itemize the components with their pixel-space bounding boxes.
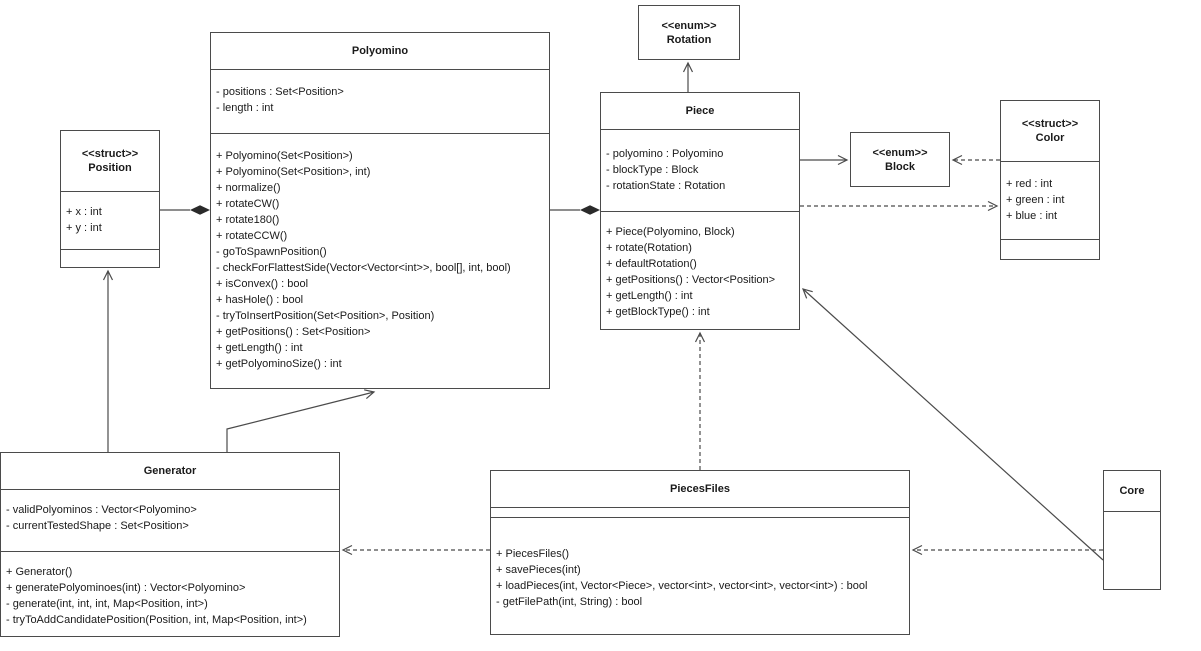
method: + isConvex() : bool: [216, 278, 309, 290]
attribute: - positions : Set<Position>: [216, 86, 344, 98]
attribute: + red : int: [1006, 178, 1053, 190]
class-piecesfiles-title: PiecesFiles: [491, 471, 909, 507]
edge-generator-polyomino: [226, 389, 376, 452]
attribute: + blue : int: [1006, 210, 1058, 222]
class-piece-title: Piece: [601, 93, 799, 129]
class-name: Core: [1119, 485, 1145, 497]
method: + rotate180(): [216, 214, 280, 226]
method: + rotateCW(): [216, 198, 280, 210]
method: - getFilePath(int, String) : bool: [496, 596, 643, 608]
class-piece[interactable]: Piece - polyomino : Polyomino - blockTyp…: [600, 92, 800, 330]
struct-position[interactable]: <<struct>> Position + x : int + y : int: [60, 130, 160, 268]
attribute: - rotationState : Rotation: [606, 180, 726, 192]
enum-rotation[interactable]: <<enum>> Rotation: [638, 5, 740, 60]
method: - generate(int, int, int, Map<Position, …: [6, 598, 208, 610]
class-name: Generator: [143, 465, 197, 477]
class-core-body-empty: [1104, 511, 1160, 589]
method: + generatePolyominoes(int) : Vector<Poly…: [6, 582, 246, 594]
attribute: - polyomino : Polyomino: [606, 148, 724, 160]
method: + hasHole() : bool: [216, 294, 304, 306]
class-core[interactable]: Core: [1103, 470, 1161, 590]
struct-position-title: <<struct>> Position: [61, 131, 159, 191]
class-piecesfiles-methods: + PiecesFiles() + savePieces(int) + load…: [491, 517, 909, 634]
method: + getLength() : int: [216, 342, 303, 354]
attribute: - currentTestedShape : Set<Position>: [6, 520, 189, 532]
method: + getPolyominoSize() : int: [216, 358, 342, 370]
struct-color-attributes: + red : int + green : int + blue : int: [1001, 161, 1099, 239]
class-name: Block: [885, 160, 915, 173]
class-piece-methods: + Piece(Polyomino, Block) + rotate(Rotat…: [601, 211, 799, 329]
method: + getPositions() : Set<Position>: [216, 326, 371, 338]
stereotype-label: <<struct>>: [1021, 118, 1079, 130]
class-name: PiecesFiles: [670, 483, 730, 495]
method: + Polyomino(Set<Position>): [216, 150, 353, 162]
method: - checkForFlattestSide(Vector<Vector<int…: [216, 262, 511, 274]
class-generator[interactable]: Generator - validPolyominos : Vector<Pol…: [0, 452, 340, 637]
method: + loadPieces(int, Vector<Piece>, vector<…: [496, 580, 868, 592]
class-name: Color: [1035, 132, 1065, 144]
class-polyomino[interactable]: Polyomino - positions : Set<Position> - …: [210, 32, 550, 389]
class-polyomino-attributes: - positions : Set<Position> - length : i…: [211, 69, 549, 133]
class-name: Position: [88, 162, 132, 174]
method: + getBlockType() : int: [606, 306, 710, 318]
method: + getPositions() : Vector<Position>: [606, 274, 776, 286]
attribute: + y : int: [66, 222, 102, 234]
class-name: Rotation: [666, 33, 712, 46]
edge-core-piece: [802, 288, 1104, 561]
class-piecesfiles[interactable]: PiecesFiles + PiecesFiles() + savePieces…: [490, 470, 910, 635]
struct-color-methods-empty: [1001, 239, 1099, 259]
enum-block[interactable]: <<enum>> Block: [850, 132, 950, 187]
class-polyomino-methods: + Polyomino(Set<Position>) + Polyomino(S…: [211, 133, 549, 388]
class-polyomino-title: Polyomino: [211, 33, 549, 69]
struct-color-title: <<struct>> Color: [1001, 101, 1099, 161]
class-piece-attributes: - polyomino : Polyomino - blockType : Bl…: [601, 129, 799, 211]
method: + Polyomino(Set<Position>, int): [216, 166, 371, 178]
method: + Piece(Polyomino, Block): [606, 226, 735, 238]
enum-block-title: <<enum>> Block: [851, 133, 949, 186]
attribute: - validPolyominos : Vector<Polyomino>: [6, 504, 197, 516]
composition-diamond-polyomino: [190, 205, 210, 215]
class-piecesfiles-attributes-empty: [491, 507, 909, 517]
attribute: + x : int: [66, 206, 102, 218]
method: - tryToInsertPosition(Set<Position>, Pos…: [216, 310, 435, 322]
attribute: - length : int: [216, 102, 274, 114]
struct-position-methods-empty: [61, 249, 159, 267]
class-name: Piece: [685, 105, 715, 117]
struct-color[interactable]: <<struct>> Color + red : int + green : i…: [1000, 100, 1100, 260]
stereotype-label: <<struct>>: [81, 148, 139, 160]
attribute: - blockType : Block: [606, 164, 699, 176]
method: - goToSpawnPosition(): [216, 246, 327, 258]
stereotype-label: <<enum>>: [661, 19, 717, 32]
method: + PiecesFiles(): [496, 548, 570, 560]
class-name: Polyomino: [351, 45, 409, 57]
method: + normalize(): [216, 182, 281, 194]
method: + Generator(): [6, 566, 73, 578]
method: + rotateCCW(): [216, 230, 288, 242]
method: - tryToAddCandidatePosition(Position, in…: [6, 614, 307, 626]
stereotype-label: <<enum>>: [872, 146, 928, 159]
class-core-title: Core: [1104, 471, 1160, 511]
method: + rotate(Rotation): [606, 242, 692, 254]
method: + defaultRotation(): [606, 258, 697, 270]
attribute: + green : int: [1006, 194, 1065, 206]
method: + getLength() : int: [606, 290, 693, 302]
class-generator-attributes: - validPolyominos : Vector<Polyomino> - …: [1, 489, 339, 551]
composition-diamond-piece: [580, 205, 600, 215]
class-generator-title: Generator: [1, 453, 339, 489]
method: + savePieces(int): [496, 564, 581, 576]
enum-rotation-title: <<enum>> Rotation: [639, 6, 739, 59]
class-generator-methods: + Generator() + generatePolyominoes(int)…: [1, 551, 339, 636]
struct-position-attributes: + x : int + y : int: [61, 191, 159, 249]
